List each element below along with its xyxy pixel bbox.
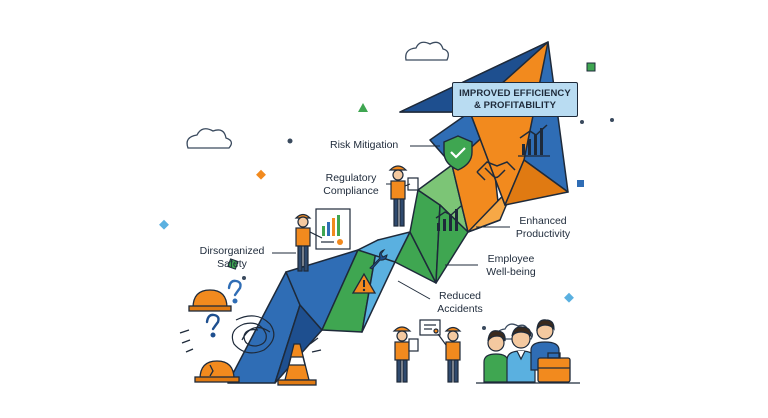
worker-holding-certificate	[437, 326, 462, 383]
label-text: Risk Mitigation	[330, 139, 399, 151]
scribble-icon	[231, 315, 275, 354]
worker-figure	[388, 165, 419, 227]
triangle-decoration	[358, 103, 368, 112]
label-enhanced-productivity: Enhanced Productivity	[508, 215, 578, 241]
question-mark-icon	[227, 279, 242, 304]
label-text: Dirsorganized	[199, 245, 265, 257]
label-regulatory-compliance: Regulatory Compliance	[318, 172, 384, 198]
label-reduced-accidents: Reduced Accidents	[432, 290, 488, 316]
shield-check-icon	[443, 135, 473, 171]
briefcase-icon	[537, 352, 571, 383]
square-decoration	[586, 62, 596, 72]
cloud-icon	[186, 128, 233, 149]
label-text: Accidents	[437, 303, 483, 315]
diamond-decoration	[564, 292, 574, 303]
handshake-icon	[476, 161, 516, 181]
wrench-icon	[369, 249, 388, 270]
productivity-chart-icon	[435, 205, 462, 231]
hard-hat-icon	[194, 360, 240, 383]
label-text: Well-being	[486, 266, 536, 278]
certificate-icon	[419, 319, 441, 336]
label-risk-mitigation: Risk Mitigation	[330, 139, 398, 152]
title-box: IMPROVED EFFICIENCY & PROFITABILITY	[452, 82, 578, 117]
cloud-icon	[405, 41, 449, 61]
label-text: Safety	[217, 258, 247, 270]
diamond-decoration	[159, 219, 169, 230]
question-mark-icon	[205, 313, 220, 338]
label-text: Compliance	[323, 185, 379, 197]
square-decoration	[227, 258, 239, 270]
growth-chart-icon	[518, 124, 550, 157]
label-text: Regulatory	[325, 172, 377, 184]
motion-lines	[179, 329, 194, 353]
warning-triangle-icon	[351, 272, 377, 294]
title-line-2: & PROFITABILITY	[473, 99, 557, 111]
title-line-1: IMPROVED EFFICIENCY	[459, 87, 571, 99]
label-text: Productivity	[515, 228, 571, 240]
label-text: Enhanced	[519, 215, 567, 227]
diamond-decoration	[256, 169, 266, 180]
hard-hat-icon	[188, 289, 232, 312]
label-disorganized-safety: Dirsorganized Safety	[192, 245, 272, 271]
traffic-cone-icon	[277, 337, 322, 386]
square-decoration	[577, 180, 584, 187]
label-text: Reduced	[438, 290, 482, 302]
worker-clipboard	[392, 326, 419, 383]
label-text: Employee	[487, 253, 535, 265]
worker-presenting	[294, 208, 351, 272]
label-employee-wellbeing: Employee Well-being	[478, 253, 544, 279]
team-figures	[483, 319, 560, 383]
